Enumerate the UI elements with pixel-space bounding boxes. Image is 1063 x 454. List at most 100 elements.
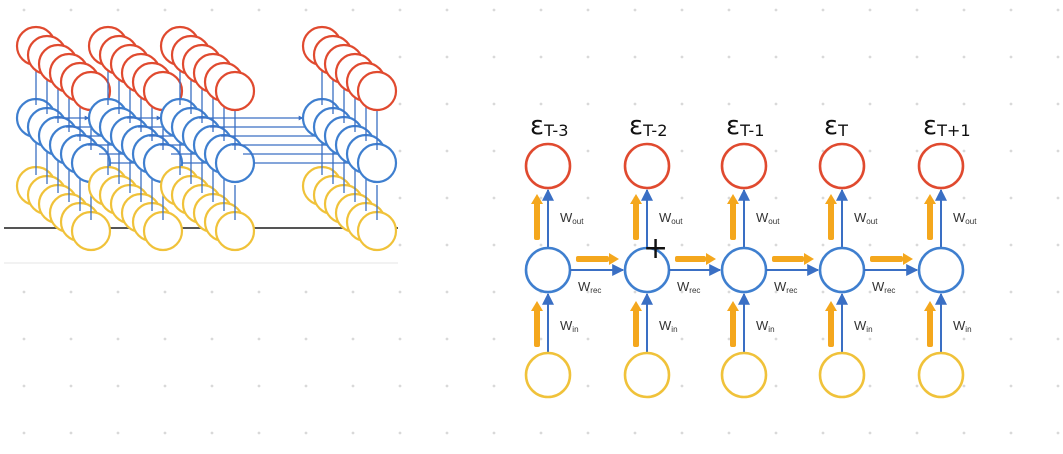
stack-group	[301, 25, 398, 252]
gradient-bar-rec	[576, 256, 609, 262]
grid-dot	[821, 431, 825, 435]
grid-dot	[868, 243, 872, 247]
grid-dot	[1056, 290, 1060, 294]
grid-dot	[69, 290, 73, 294]
w-out-label-main: W	[953, 210, 966, 225]
grid-dot	[1009, 102, 1013, 106]
grid-dot	[868, 196, 872, 200]
grid-dot	[1009, 8, 1013, 12]
grid-dot	[445, 290, 449, 294]
grid-dot	[868, 102, 872, 106]
w-in-label-sub: in	[572, 325, 578, 334]
grid-dot	[257, 384, 261, 388]
w-in-label-main: W	[756, 318, 769, 333]
gradient-bar-out	[534, 202, 540, 240]
hidden-neuron	[917, 246, 965, 294]
w-rec-label-main: W	[677, 279, 690, 294]
gradient-bar-out	[927, 202, 933, 240]
grid-dot	[163, 337, 167, 341]
w-in-label-sub: in	[965, 325, 971, 334]
grid-dot	[821, 102, 825, 106]
error-label-main: ε	[530, 111, 544, 141]
grid-dot	[727, 290, 731, 294]
grid-dot	[868, 290, 872, 294]
grid-dot	[1056, 149, 1060, 153]
gradient-arrow-out	[924, 194, 936, 204]
grid-dot	[445, 337, 449, 341]
gradient-bar-in	[927, 309, 933, 347]
grid-dot	[680, 243, 684, 247]
w-out-label: Wout	[756, 210, 780, 226]
w-out-label-sub: out	[671, 217, 683, 226]
gradient-bar-out	[730, 202, 736, 240]
w-out-label: Wout	[953, 210, 977, 226]
grid-dot	[539, 102, 543, 106]
stack-group	[159, 25, 256, 252]
grid-dot	[633, 55, 637, 59]
grid-dot	[962, 8, 966, 12]
gradient-bar-in	[730, 309, 736, 347]
w-out-label-sub: out	[965, 217, 977, 226]
grid-dot	[962, 243, 966, 247]
grid-dot	[163, 431, 167, 435]
gradient-arrow-rec	[903, 253, 913, 265]
grid-dot	[680, 55, 684, 59]
grid-dot	[915, 55, 919, 59]
w-in-label-main: W	[953, 318, 966, 333]
grid-dot	[22, 431, 26, 435]
grid-dot	[727, 102, 731, 106]
grid-dot	[492, 243, 496, 247]
grid-dot	[398, 337, 402, 341]
grid-dot	[586, 196, 590, 200]
hidden-neuron	[524, 246, 572, 294]
grid-dot	[398, 149, 402, 153]
grid-dot	[1056, 8, 1060, 12]
gradient-arrow-in	[531, 301, 543, 311]
grid-dot	[351, 431, 355, 435]
grid-dot	[398, 431, 402, 435]
hidden-neuron	[720, 246, 768, 294]
grid-dot	[680, 431, 684, 435]
gradient-bar-in	[828, 309, 834, 347]
grid-dot	[1009, 196, 1013, 200]
grid-dot	[116, 290, 120, 294]
w-out-label: Wout	[659, 210, 683, 226]
error-label-sub: T	[837, 121, 848, 140]
gradient-bar-in	[633, 309, 639, 347]
grid-dot	[257, 337, 261, 341]
grid-dot	[445, 102, 449, 106]
grid-dot	[1056, 102, 1060, 106]
gradient-bar-rec	[870, 256, 903, 262]
grid-dot	[22, 8, 26, 12]
grid-dot	[586, 8, 590, 12]
output-neuron	[356, 70, 398, 112]
grid-dot	[962, 431, 966, 435]
grid-dot	[774, 55, 778, 59]
grid-dot	[22, 384, 26, 388]
grid-dot	[1009, 337, 1013, 341]
input-neuron	[818, 351, 866, 399]
grid-dot	[915, 243, 919, 247]
output-neuron	[917, 142, 965, 190]
w-out-label-main: W	[560, 210, 573, 225]
grid-dot	[1009, 384, 1013, 388]
error-label-sub: T-2	[642, 121, 667, 140]
error-label-main: ε	[824, 111, 838, 141]
gradient-bar-rec	[772, 256, 804, 262]
grid-dot	[962, 196, 966, 200]
grid-dot	[492, 384, 496, 388]
grid-dot	[304, 290, 308, 294]
error-label: εT-3	[530, 111, 569, 141]
grid-dot	[962, 102, 966, 106]
grid-dot	[915, 102, 919, 106]
grid-dot	[1056, 337, 1060, 341]
grid-dot	[962, 149, 966, 153]
gradient-arrow-rec	[706, 253, 716, 265]
w-out-label: Wout	[854, 210, 878, 226]
error-label: εT-1	[726, 111, 765, 141]
w-in-label-sub: in	[768, 325, 774, 334]
grid-dot	[774, 384, 778, 388]
grid-dot	[210, 431, 214, 435]
grid-dot	[727, 196, 731, 200]
